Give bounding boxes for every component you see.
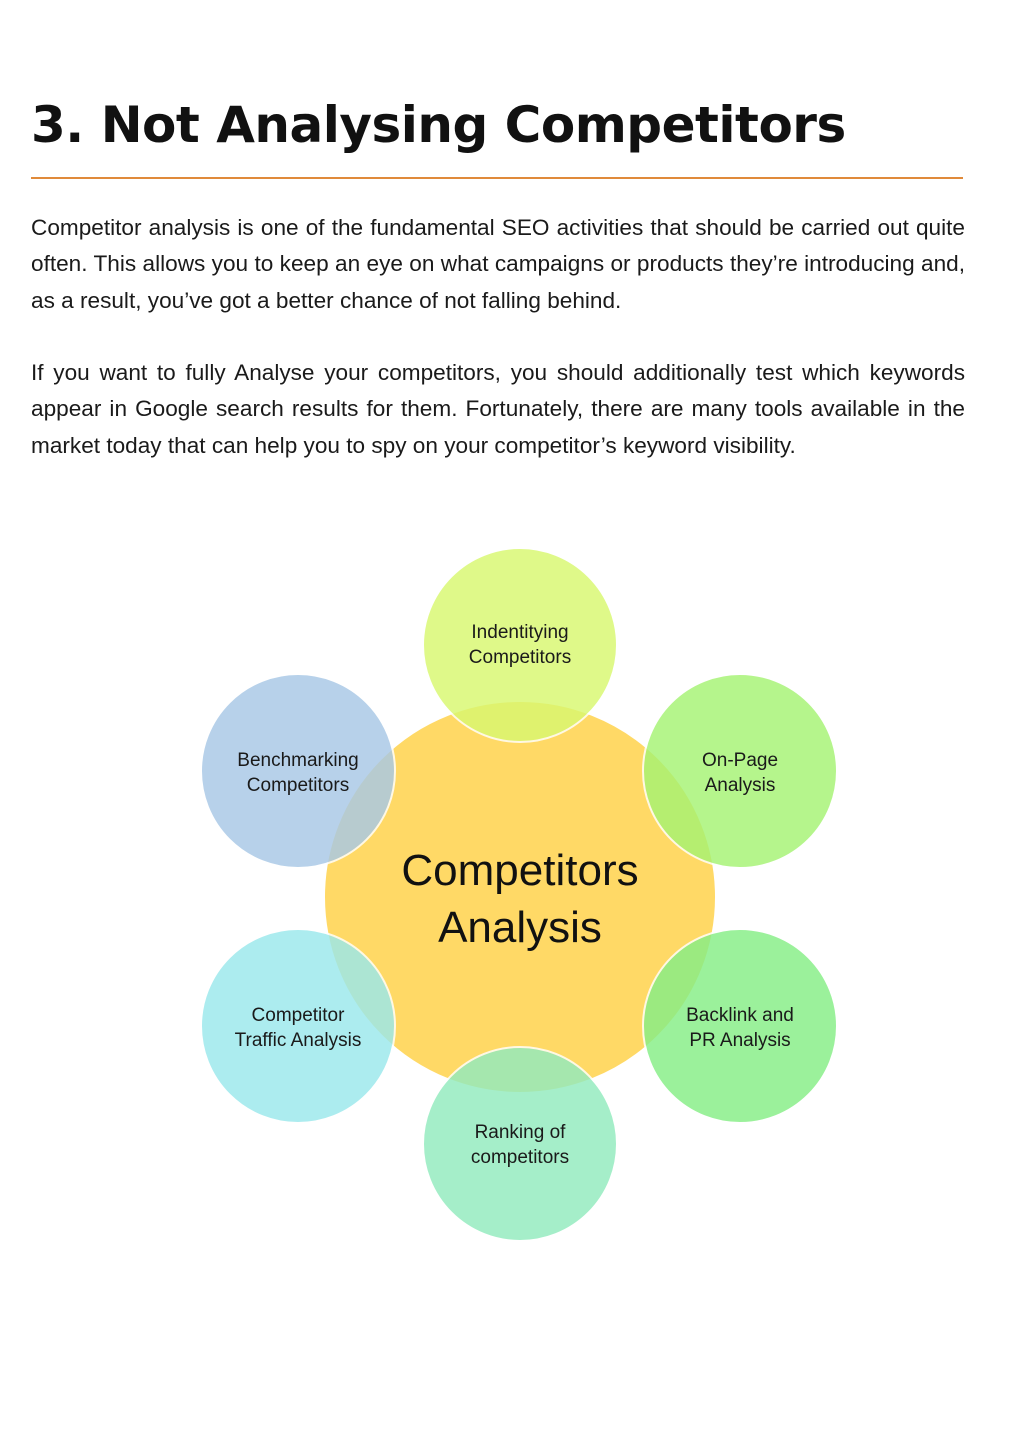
node-circle [642,673,838,869]
node-label-line-2: competitors [471,1147,569,1168]
node-label-line-1: Indentitying [471,622,568,643]
node-on-page-analysis: On-Page Analysis [642,673,838,869]
node-backlink-pr-analysis: Backlink and PR Analysis [642,928,838,1124]
node-label-line-1: Benchmarking [237,750,358,771]
node-label-line-2: PR Analysis [689,1030,790,1051]
node-circle [642,928,838,1124]
node-label-line-1: Ranking of [475,1122,567,1143]
intro-paragraph: Competitor analysis is one of the fundam… [31,215,965,313]
node-label-line-2: Traffic Analysis [235,1030,362,1051]
node-label-line-2: Competitors [469,647,571,668]
keyword-paragraph: If you want to fully Analyse your compet… [31,360,965,458]
center-circle [323,700,717,1094]
node-label-line-1: Competitor [252,1005,346,1026]
node-identifying-competitors: Indentitying Competitors [422,547,618,743]
node-competitor-traffic-analysis: Competitor Traffic Analysis [200,928,396,1124]
node-circle [200,928,396,1124]
node-label-line-2: Competitors [247,775,349,796]
node-benchmarking-competitors: Benchmarking Competitors [200,673,396,869]
node-label-line-1: Backlink and [686,1005,794,1026]
node-label-line-2: Analysis [705,775,776,796]
node-circle [422,547,618,743]
center-label-line-2: Analysis [438,903,602,952]
title-divider [31,177,963,179]
node-label-line-1: On-Page [702,750,778,771]
node-ranking-of-competitors: Ranking of competitors [422,1046,618,1242]
center-label-line-1: Competitors [401,846,638,895]
node-circle [200,673,396,869]
page-title: 3. Not Analysing Competitors [31,96,846,154]
node-circle [422,1046,618,1242]
